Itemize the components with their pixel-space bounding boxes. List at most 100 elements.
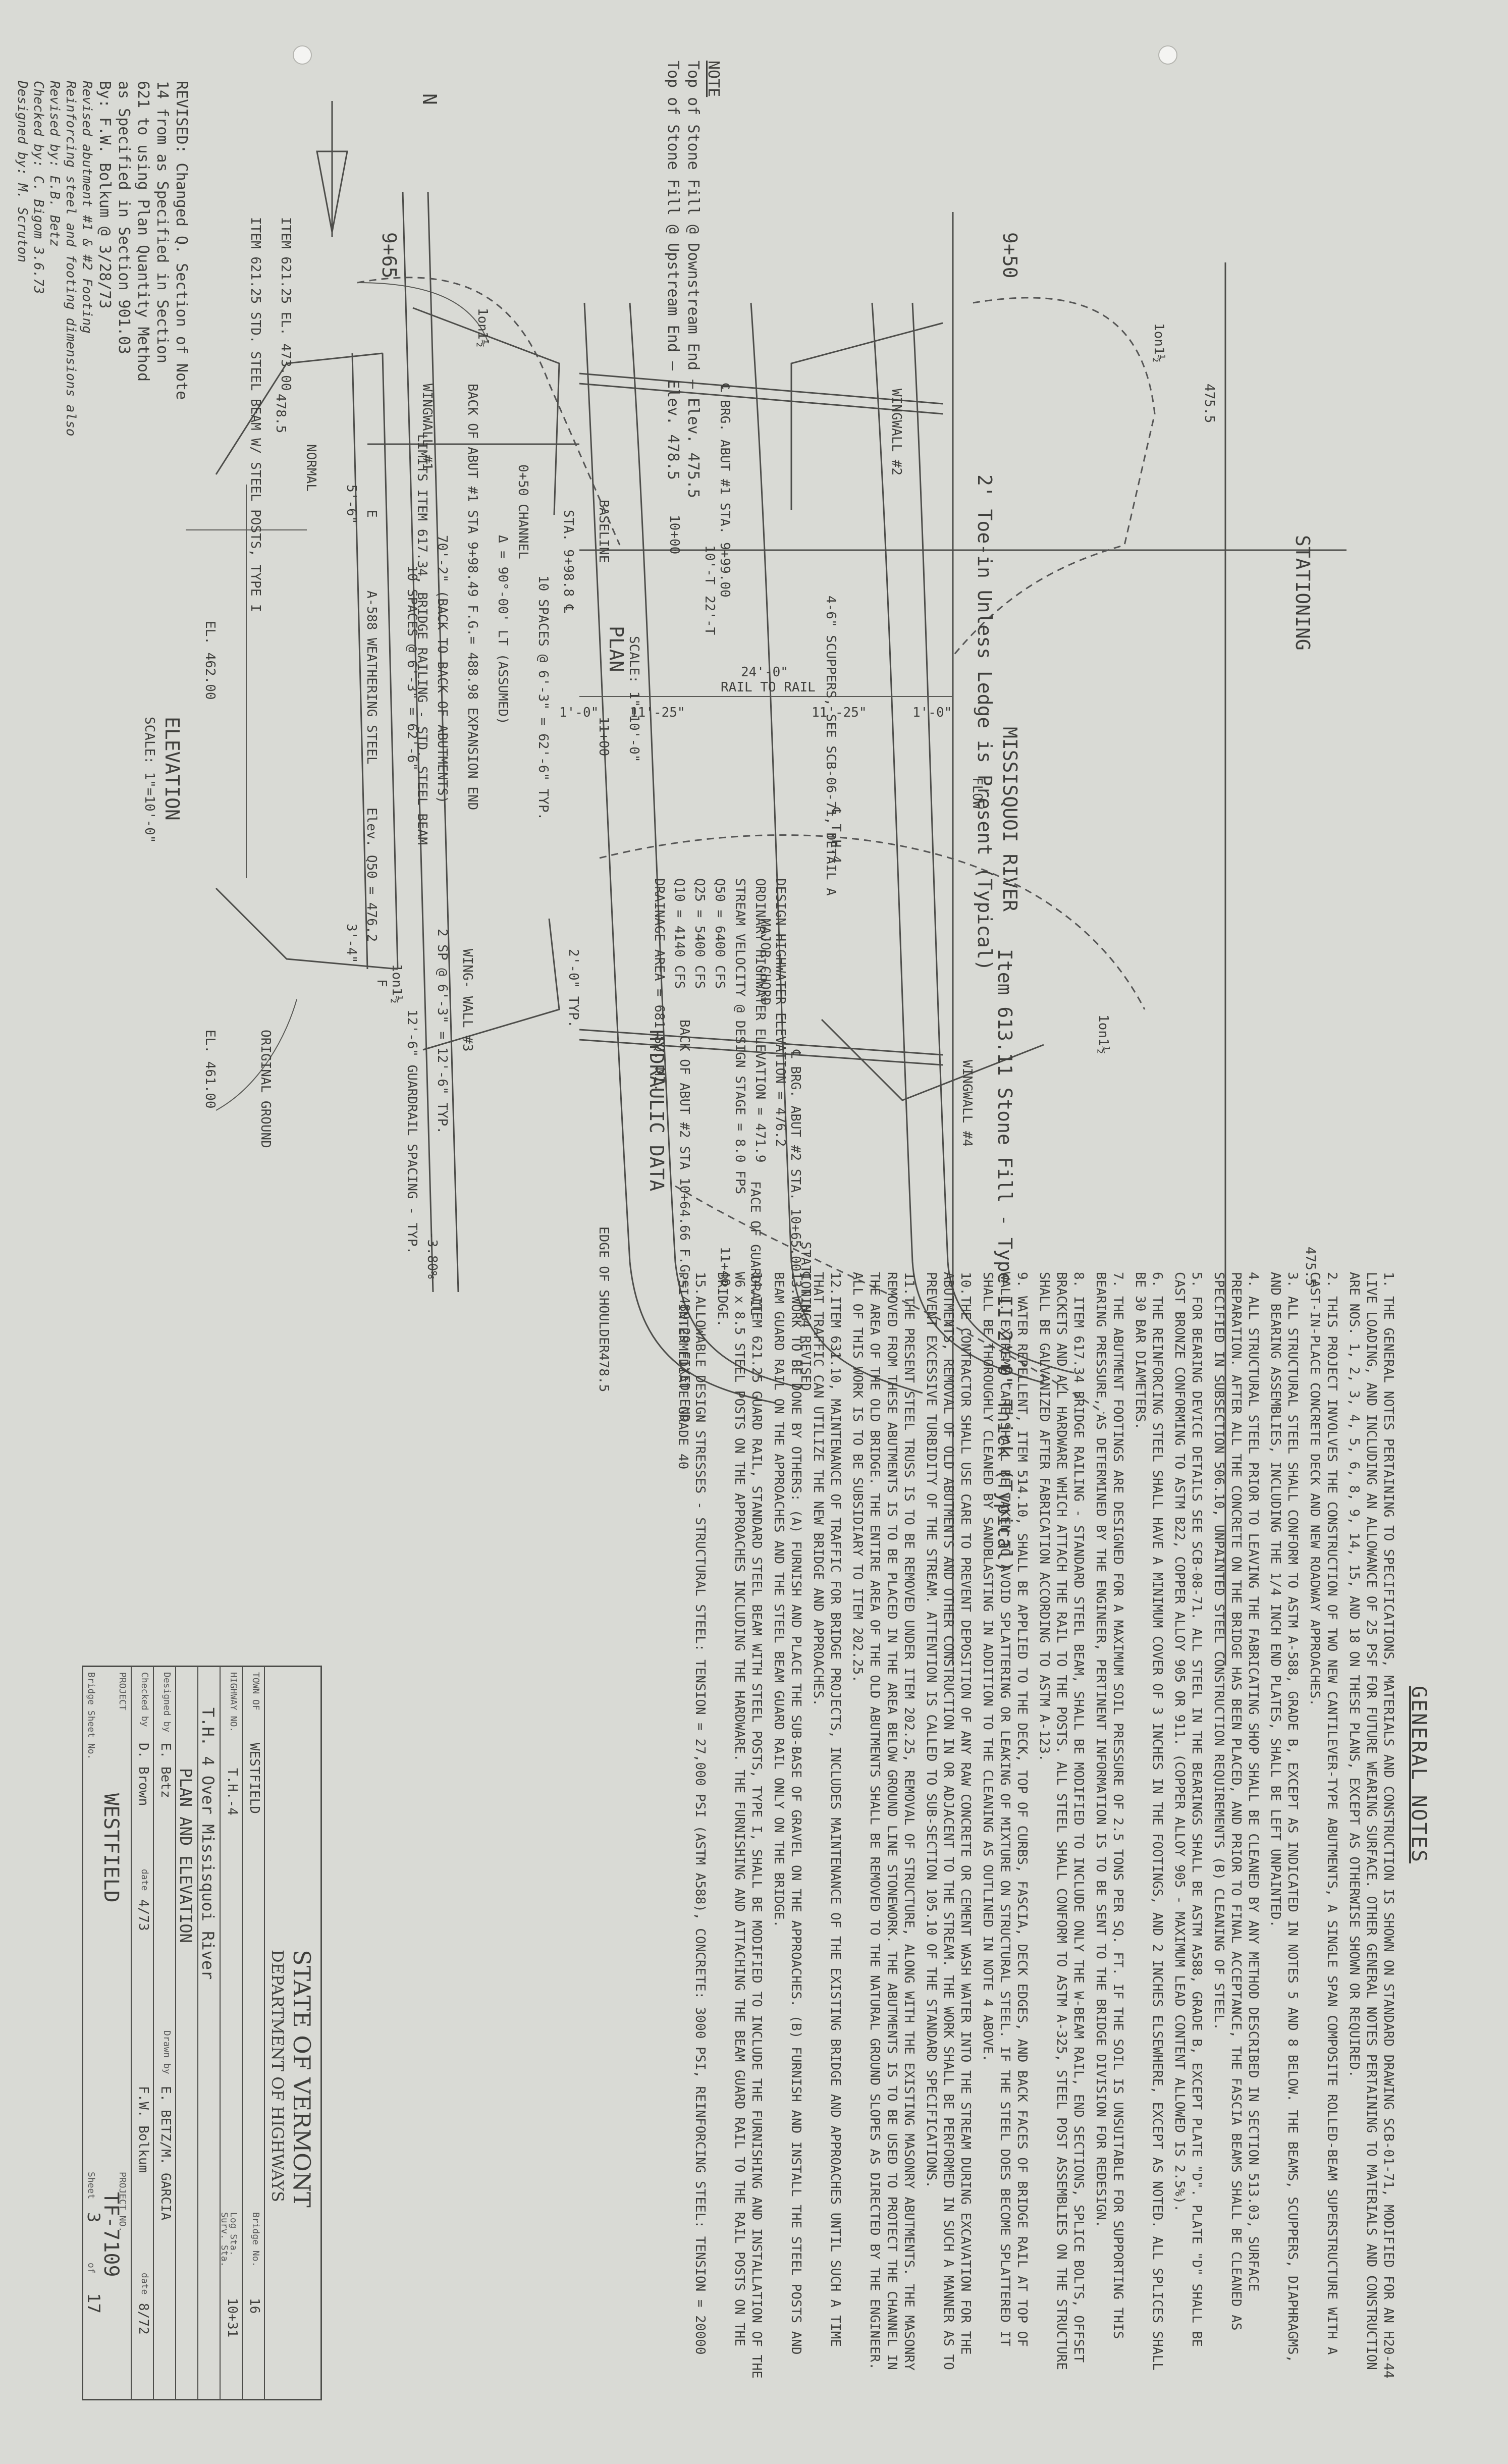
wingwall-2-shape (790, 322, 943, 510)
elev-orig-ground-curve (216, 999, 297, 1111)
contour-downstream (952, 297, 1156, 657)
plan-scale: SCALE: 1"=10'-0" (626, 636, 641, 762)
title-row-project (82, 1667, 132, 2399)
highway-label: HIGHWAY NO. (228, 1672, 239, 1733)
slope-label-1: 1on1½ (475, 308, 490, 347)
stationing2-label: STATIONING (798, 1242, 813, 1321)
general-note-text: ITEM 631.10, MAINTENANCE OF TRAFFIC FOR … (811, 1272, 843, 2347)
stone-fill-note: NOTE Top of Stone Fill @ Downstream End … (663, 61, 723, 616)
wingwall-1-shape (412, 307, 560, 515)
revision-line-1: REVISED: Changed Q. Section of Note (173, 81, 190, 400)
dim-24-label: 24'-0" (741, 665, 788, 680)
general-notes-list: 1.THE GENERAL NOTES PERTAINING TO SPECIF… (674, 1272, 1397, 2382)
elev-spacing-28: 2 SP @ 6'-3" = 12'-6" TYP. (435, 929, 450, 1134)
abutment-2-bearing (579, 1039, 943, 1066)
elev-462: EL. 462.00 (202, 621, 218, 700)
sheet-label: Sheet (86, 2172, 96, 2200)
face-guardrail-label: FACE OF GUARDRAIL (747, 1181, 763, 1315)
revision-hand-4: Checked by: C. Bigom 3.6.73 (31, 81, 46, 294)
wingwall-3-shape (422, 918, 560, 1051)
sheet-of: of (86, 2263, 96, 2274)
general-note-text: THE ABUTMENT FOOTINGS ARE DESIGNED FOR A… (1093, 1272, 1125, 2339)
rail-line-3 (871, 302, 1044, 1384)
general-note-text: ITEM 621.25 GUARD RAIL, STANDARD STEEL B… (715, 1272, 764, 2379)
checked-value: D. Brown (136, 1743, 151, 1806)
brg-abut-1-label: ℄ BRG. ABUT #1 STA. 9+99.00 (717, 383, 732, 598)
elev-span: 70'-2" (BACK TO BACK OF ABUTMENTS) (435, 535, 450, 804)
rail-line-2 (629, 302, 802, 1389)
general-note-number: 2. (1324, 1272, 1339, 1288)
elev-rail-top (427, 191, 459, 1293)
elev-abutment-2 (215, 887, 398, 970)
elev-normal: NORMAL (303, 444, 318, 492)
general-note-text: THE REINFORCING STEEL SHALL HAVE A MINIM… (1133, 1272, 1165, 2371)
general-note-text: WORK TO BE DONE BY OTHERS: (A) FURNISH A… (771, 1272, 803, 2355)
wingwall-1-label: WINGWALL #1 (419, 384, 435, 470)
general-note-13: 13.WORK TO BE DONE BY OTHERS: (A) FURNIS… (770, 1272, 804, 2382)
designed-value: E. Betz (158, 1743, 173, 1798)
survey-value: 10+31 (225, 2298, 240, 2338)
general-note-text: THIS PROJECT INVOLVES THE CONSTRUCTION O… (1307, 1272, 1339, 2355)
log-label: Log Sta. (228, 2212, 239, 2256)
dim-1-0b-label: 1'-0" (912, 705, 952, 720)
general-note-text: ALL STRUCTURAL STEEL PRIOR TO LEAVING TH… (1211, 1272, 1261, 2331)
elev-f: F (374, 979, 389, 987)
revision-hand-3: Revised by: E.B. Betz (47, 81, 62, 247)
back-abut-2-label: BACK OF ABUT #2 STA 10+64.66 F.G.= 489.2… (677, 1020, 692, 1422)
elevation-scale: SCALE: 1"=10'-0" (142, 717, 157, 843)
general-note-number: 14. (749, 1272, 764, 1296)
sheet-title-value: PLAN AND ELEVATION (176, 1768, 195, 1943)
sta-998-label: STA. 9+98.8 ℄ (561, 510, 576, 613)
project-label: PROJECT (117, 1672, 128, 1710)
hydraulic-data: HYDRAULIC DATA DRAINAGE AREA = 681 SQ. M… (645, 878, 788, 1194)
general-note-number: 15. (692, 1272, 708, 1296)
dim-11-25a-label: 11'-25" (630, 705, 685, 720)
general-note-number: 9. (1014, 1272, 1030, 1288)
abutment-2-back (579, 1029, 943, 1056)
wingwall-3-label: WING- WALL #3 (460, 949, 475, 1052)
stone-fill-note-line-2: Top of Stone Fill @ Upstream End — Elev.… (664, 61, 682, 480)
hydraulic-title: HYDRAULIC DATA (645, 1030, 668, 1191)
elevation-title: ELEVATION (161, 717, 183, 821)
general-note-number: 7. (1110, 1272, 1125, 1288)
revision-hand-2: Reinforcing steel and footing dimensions… (63, 81, 78, 437)
major-chord-label: MAJOR CHORD (758, 919, 773, 1005)
bridge-sheet-label: Bridge Sheet No. (86, 1672, 96, 1760)
general-note-number: 8. (1071, 1272, 1086, 1288)
elev-4785b-label: 478.5 (596, 1353, 611, 1392)
general-note-6: 6.THE REINFORCING STEEL SHALL HAVE A MIN… (1132, 1272, 1166, 2382)
revision-line-4: as Specified in Section 901.03 (115, 81, 133, 354)
general-note-number: 6. (1150, 1272, 1165, 1288)
title-state: STATE OF VERMONT (288, 1950, 315, 2208)
general-note-number: 5. (1189, 1272, 1204, 1288)
general-note-text: ALLOWABLE DESIGN STRESSES - STRUCTURAL S… (675, 1272, 708, 2355)
general-note-number: 4. (1246, 1272, 1261, 1288)
title-dept: DEPARTMENT OF HIGHWAYS (268, 1950, 287, 2203)
general-note-9: 9.WATER REPELLENT, ITEM 514.10, SHALL BE… (979, 1272, 1031, 2382)
designed-label: Designed by (161, 1672, 172, 1733)
hydraulic-line-6: ORDINARY HIGHWATER ELEVATION = 471.9 (752, 878, 768, 1163)
elev-limits: LIMITS ITEM 617.34, BRIDGE RAILING - STD… (414, 434, 429, 845)
general-note-number: 13. (788, 1272, 803, 1296)
revision-block: REVISED: Changed Q. Section of Note 14 f… (14, 81, 191, 636)
elev-orig-ground: ORIGINAL GROUND (258, 1030, 273, 1148)
dim-10t-label: 10'-T (702, 545, 717, 585)
slope-label-2: 1on1½ (1151, 323, 1166, 362)
slope-upstream (357, 282, 489, 344)
brg-abut-2-label: ℄ BRG. ABUT #2 STA. 10+65.00 (788, 1049, 803, 1271)
elev-spaces: 10 SPACES @ 6'-3" = 62'-6" (404, 565, 419, 771)
date-value-2: 8/72 (136, 2303, 151, 2335)
bridge-no-value: 16 (247, 2298, 262, 2314)
general-note-text: ITEM 617.34 BRIDGE RAILING - STANDARD ST… (1037, 1272, 1086, 2370)
skew-label: Δ = 90°-00' LT (ASSUMED) (495, 535, 510, 725)
elev-beam: A-588 WEATHERING STEEL (364, 591, 379, 764)
baseline-label: BASELINE (596, 500, 611, 563)
elev-item-grade: ITEM 621.25 EL. 473.00 (278, 217, 293, 391)
hydraulic-line-2: Q10 = 4140 CFS (672, 878, 687, 989)
general-note-10: 10.THE CONTRACTOR SHALL USE CARE TO PREV… (923, 1272, 974, 2382)
slope-label-3: 1on1½ (389, 964, 404, 1003)
stone-fill-note-line-1: Top of Stone Fill @ Downstream End — Ele… (684, 61, 702, 498)
th4-label: ℄ T.H.4 (828, 807, 843, 864)
